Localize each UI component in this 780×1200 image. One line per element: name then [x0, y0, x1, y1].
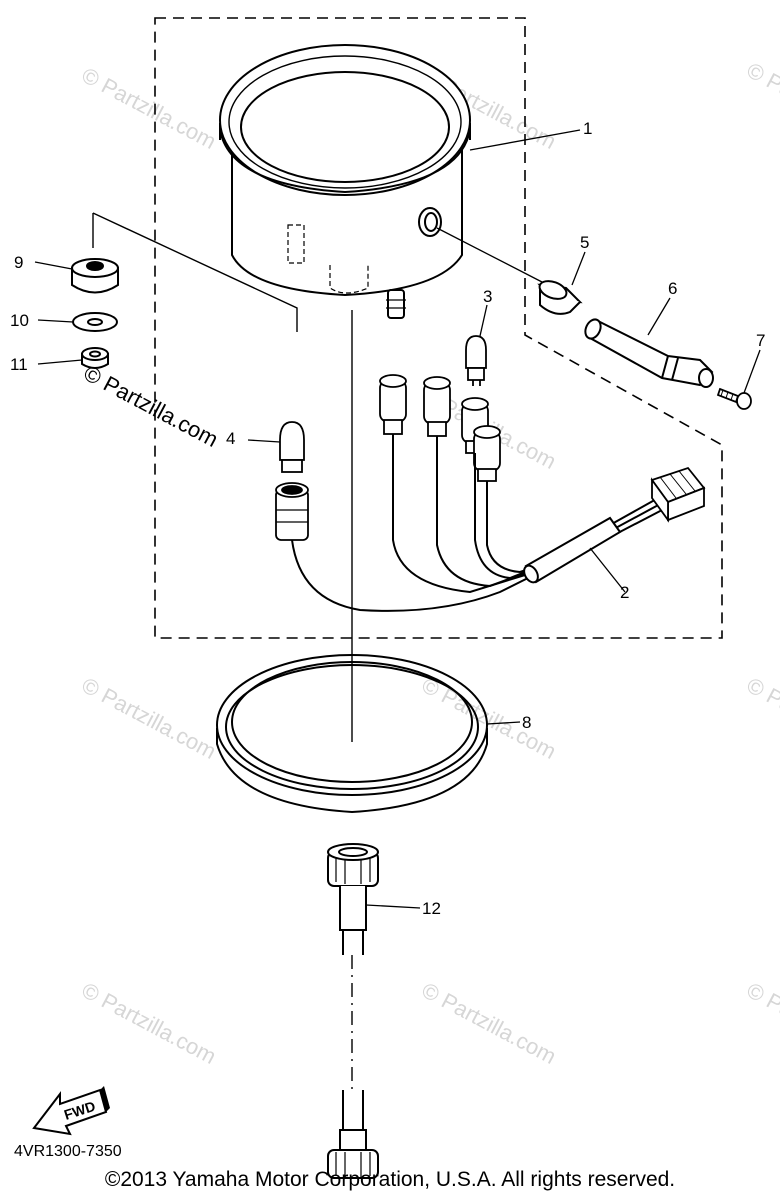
callout-6: 6	[668, 279, 677, 298]
watermark-text: © Partzilla.com	[418, 977, 561, 1069]
callout-4: 4	[226, 429, 235, 448]
callout-labels: 1 2 3 4 5 6 7 8 9 10 11 12	[10, 119, 765, 918]
nut	[81, 347, 109, 369]
callout-12: 12	[422, 899, 441, 918]
callout-1: 1	[583, 119, 592, 138]
callout-3: 3	[483, 287, 492, 306]
callout-2: 2	[620, 583, 629, 602]
watermark-text: © Partzilla.com	[418, 672, 561, 764]
watermark-text: © Partzilla.com	[743, 977, 780, 1069]
watermark-text: © Partzilla.com	[78, 977, 221, 1069]
bulb-small	[465, 335, 487, 386]
fwd-arrow-icon: FWD	[32, 1086, 110, 1136]
callout-5: 5	[580, 233, 589, 252]
watermark-text: © Partzilla.com	[80, 360, 223, 452]
leader-line	[92, 212, 298, 332]
watermark-text: © Partzilla.com	[78, 62, 221, 154]
watermark-text: © Partzilla.com	[743, 672, 780, 764]
gasket-ring	[216, 654, 488, 814]
callout-10: 10	[10, 311, 29, 330]
bulb-socket	[275, 421, 309, 541]
callout-11: 11	[10, 355, 28, 374]
leader-line	[436, 227, 543, 283]
harness-wires	[291, 434, 665, 612]
screw	[716, 387, 752, 410]
assembly-boundary	[154, 17, 723, 639]
spacer	[537, 280, 583, 315]
knob-shaft	[584, 318, 714, 388]
callout-8: 8	[522, 713, 531, 732]
grommet	[71, 258, 119, 294]
harness-connector	[650, 466, 706, 523]
harness-sleeve	[523, 516, 622, 584]
watermark-text: © Partzilla.com	[78, 672, 221, 764]
callout-9: 9	[14, 253, 23, 272]
copyright-notice: ©2013 Yamaha Motor Corporation, U.S.A. A…	[104, 1168, 676, 1191]
watermark-text: © Partzilla.com	[743, 57, 780, 149]
speedometer-cable	[327, 843, 379, 1179]
meter-housing	[219, 44, 471, 319]
washer	[72, 312, 118, 332]
diagram-code: 4VR1300-7350	[14, 1143, 122, 1160]
callout-leaders	[34, 129, 761, 909]
harness-sockets	[379, 374, 501, 482]
callout-7: 7	[756, 331, 765, 350]
